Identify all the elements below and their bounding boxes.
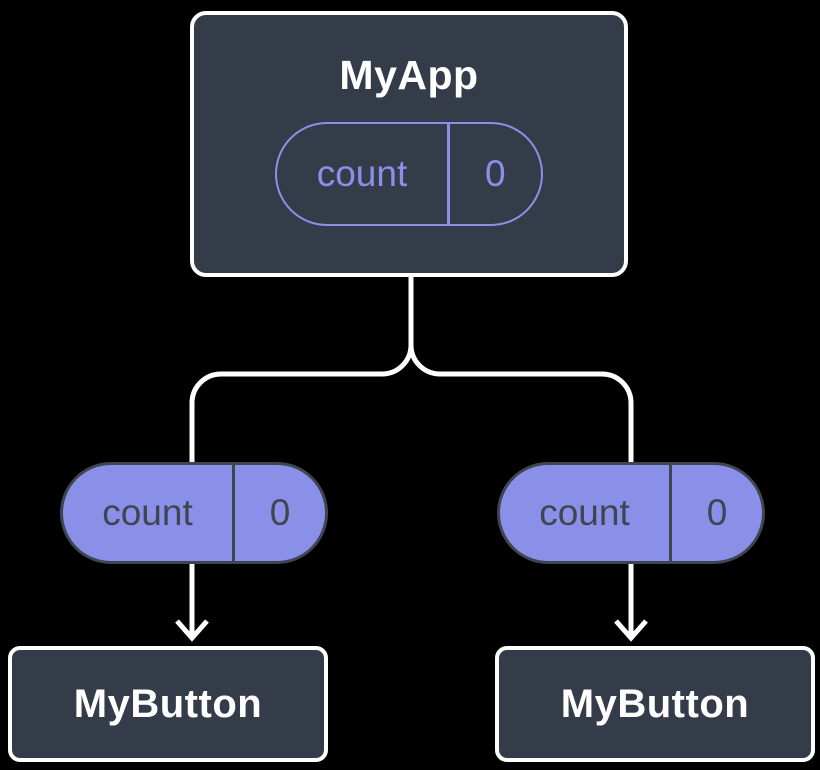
tree-connector-left [189,270,414,470]
arrowhead-icon [175,619,209,642]
pill-divider [447,124,450,224]
prop-pill-right: count 0 [497,462,765,564]
prop-pill-left: count 0 [60,462,328,564]
pill-divider [669,465,672,561]
child-component-title: MyButton [560,681,750,726]
state-name: count [316,153,408,194]
prop-value: 0 [269,492,291,533]
prop-name: count [102,492,193,533]
prop-name: count [539,492,630,533]
child-component-box-right: MyButton [495,646,815,762]
root-component-title: MyApp [339,52,479,98]
pill-divider [232,465,235,561]
state-pill: count 0 [275,122,543,226]
root-component-box: MyApp count 0 [190,11,628,277]
child-component-title: MyButton [73,681,263,726]
state-value: 0 [484,153,506,194]
child-component-box-left: MyButton [8,646,328,762]
prop-value: 0 [706,492,728,533]
arrowhead-icon [614,619,648,642]
tree-connector-right [408,270,634,470]
